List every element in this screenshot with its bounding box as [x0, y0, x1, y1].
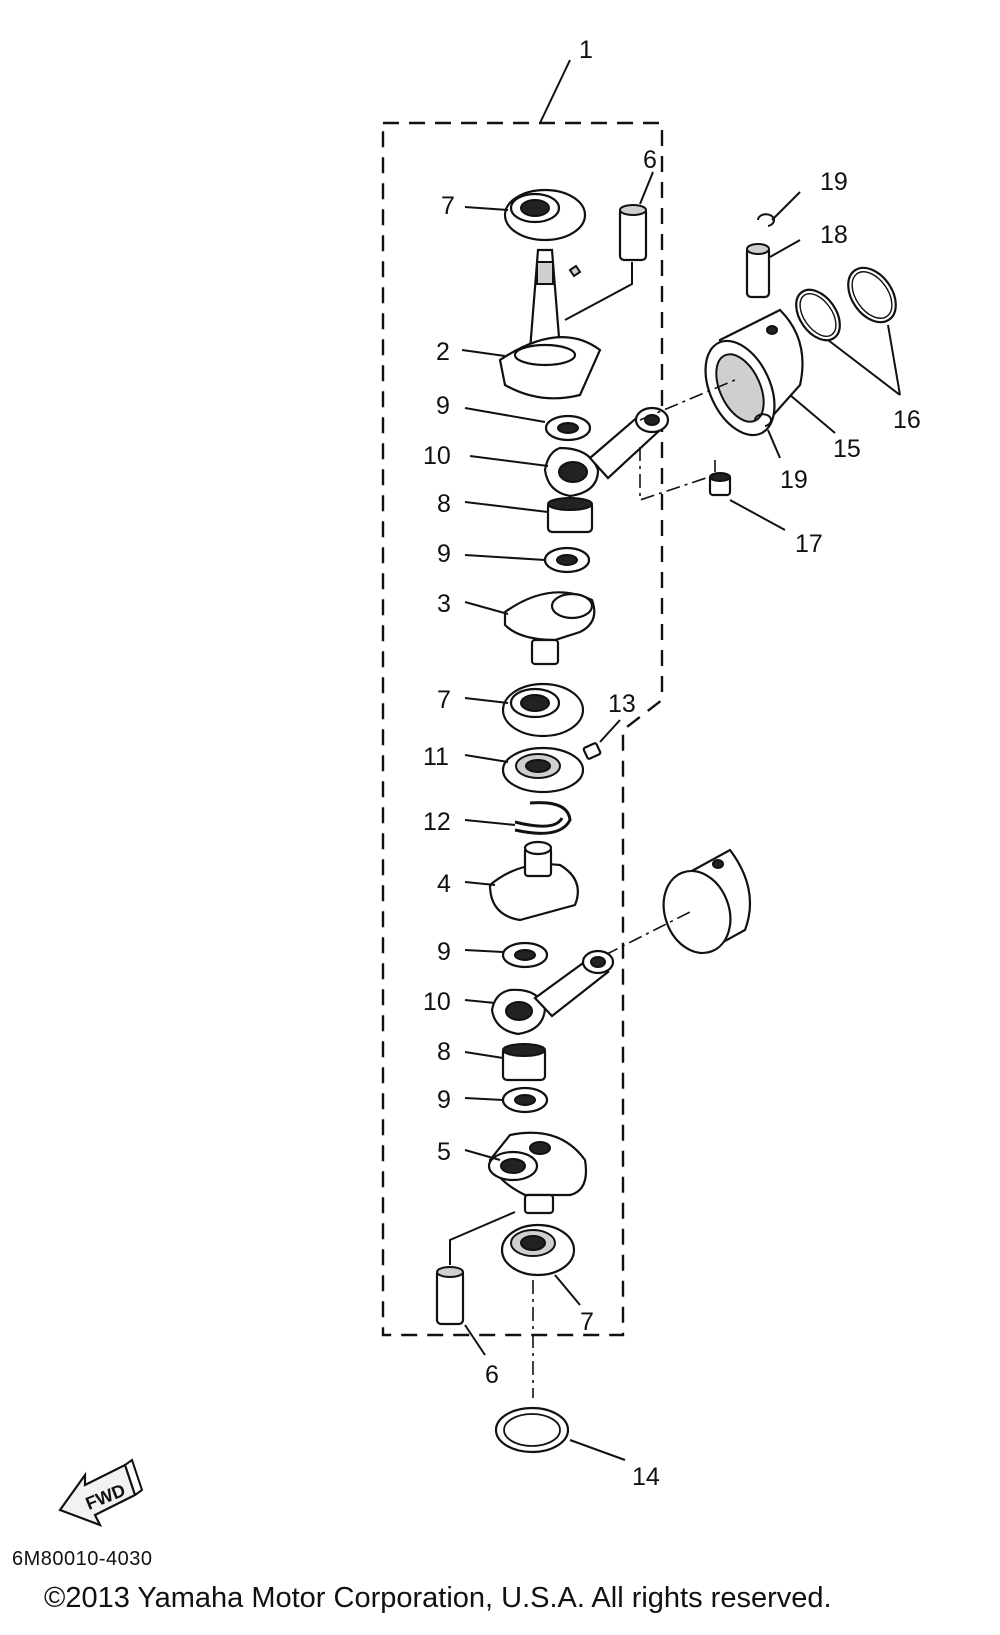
leader-13 — [599, 719, 621, 743]
leader-16 — [827, 324, 901, 396]
leader-10a — [469, 455, 549, 467]
crank-web-3 — [487, 1131, 588, 1215]
callout-12: 12 — [423, 808, 451, 836]
piston-pin — [745, 243, 771, 299]
circlip — [514, 801, 572, 835]
leader-9a — [464, 407, 546, 423]
leader-piston-link — [639, 379, 736, 421]
connecting-rod-2 — [490, 949, 615, 1036]
bearing-top — [503, 188, 587, 242]
leader-2 — [461, 349, 506, 357]
thrust-washer-3 — [501, 941, 549, 969]
locating-pin — [582, 742, 602, 760]
crank-pin-bearing-2 — [501, 1043, 547, 1082]
callout-16: 16 — [893, 406, 921, 434]
callout-9: 9 — [437, 938, 451, 966]
clip-top — [757, 213, 775, 227]
leader-18 — [769, 239, 801, 258]
thrust-washer-1 — [544, 414, 592, 442]
callout-14: 14 — [632, 1463, 660, 1491]
lower-piston — [662, 848, 752, 955]
leader-6a — [639, 171, 654, 205]
callout-8: 8 — [437, 490, 451, 518]
bearing-bottom — [500, 1223, 576, 1277]
clip-bottom — [754, 413, 772, 427]
diagram-code: 6M80010-4030 — [12, 1548, 153, 1570]
leader-5 — [464, 1149, 501, 1161]
callout-17: 17 — [795, 530, 823, 558]
leader-7c — [554, 1274, 581, 1306]
leader-14 — [569, 1439, 626, 1461]
thrust-washer-4 — [501, 1086, 549, 1114]
leader-8a — [464, 501, 549, 513]
leader-9b — [464, 554, 546, 561]
leader-6b-path — [449, 1211, 516, 1265]
callout-7: 7 — [580, 1308, 594, 1336]
leader-6b — [464, 1324, 486, 1356]
callout-10: 10 — [423, 442, 451, 470]
callout-2: 2 — [436, 338, 450, 366]
callout-19: 19 — [780, 466, 808, 494]
callout-5: 5 — [437, 1138, 451, 1166]
leader-1 — [539, 59, 571, 124]
callout-4: 4 — [437, 870, 451, 898]
leader-9c — [464, 949, 504, 953]
leader-17 — [729, 499, 786, 531]
piston-rings — [795, 266, 897, 342]
dowel-pin-top — [618, 204, 648, 262]
leader-11 — [464, 754, 509, 763]
oil-seal — [494, 1406, 570, 1454]
leader-7a — [464, 206, 509, 211]
callout-9: 9 — [436, 392, 450, 420]
leader-4 — [464, 881, 496, 886]
crank-web-1 — [503, 591, 596, 666]
leader-19b — [767, 429, 781, 459]
callout-13: 13 — [608, 690, 636, 718]
callout-10: 10 — [423, 988, 451, 1016]
leader-7b — [464, 697, 509, 704]
callout-9: 9 — [437, 1086, 451, 1114]
callout-19: 19 — [820, 168, 848, 196]
thrust-washer-2 — [543, 546, 591, 574]
callout-11: 11 — [423, 743, 449, 771]
leader-19a — [771, 191, 801, 221]
small-end-bearing — [708, 472, 732, 497]
callout-18: 18 — [820, 221, 848, 249]
callout-8: 8 — [437, 1038, 451, 1066]
callout-7: 7 — [441, 192, 455, 220]
leader-15 — [789, 394, 836, 434]
callout-1: 1 — [579, 36, 593, 64]
fwd-arrow-icon — [58, 1458, 144, 1528]
crank-shaft-top — [498, 248, 602, 400]
leader-3 — [464, 601, 509, 615]
leader-12 — [464, 819, 516, 826]
bearing-middle — [501, 682, 585, 738]
leader-piston2-link — [604, 911, 691, 956]
callout-6: 6 — [643, 146, 657, 174]
key — [568, 264, 582, 278]
piston — [704, 308, 804, 437]
leader-17-path — [639, 447, 716, 502]
callout-6: 6 — [485, 1361, 499, 1389]
callout-3: 3 — [437, 590, 451, 618]
crankshaft-assembly-boundary — [381, 121, 664, 1337]
dowel-pin-bottom — [435, 1266, 465, 1326]
leader-10b — [464, 999, 496, 1004]
leader-8b — [464, 1051, 504, 1059]
leader-9d — [464, 1097, 504, 1101]
connecting-rod-1 — [543, 406, 670, 498]
crank-web-2 — [488, 840, 579, 922]
callout-15: 15 — [833, 435, 861, 463]
crank-pin-bearing-1 — [546, 497, 594, 534]
leader-6a-path — [564, 262, 633, 321]
callout-7: 7 — [437, 686, 451, 714]
copyright-notice: ©2013 Yamaha Motor Corporation, U.S.A. A… — [44, 1582, 832, 1614]
labyrinth-seal — [501, 746, 585, 794]
callout-9: 9 — [437, 540, 451, 568]
